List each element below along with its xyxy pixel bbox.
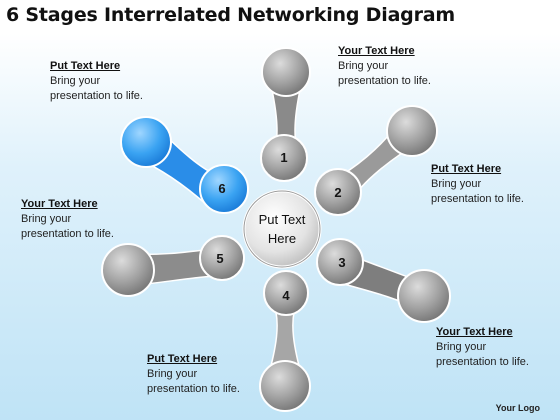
callout-heading: Put Text Here bbox=[431, 163, 502, 175]
stage-5-number: 5 bbox=[216, 251, 223, 266]
stage-1-number: 1 bbox=[280, 150, 287, 165]
callout-bottom-left: Put Text Here Bring your presentation to… bbox=[147, 352, 240, 397]
stage-4: 4 bbox=[259, 270, 311, 412]
stage-6: 6 bbox=[120, 116, 249, 214]
callout-heading: Your Text Here bbox=[436, 326, 513, 338]
page-title: 6 Stages Interrelated Networking Diagram bbox=[6, 4, 455, 26]
stage-3-inner-node bbox=[316, 238, 364, 286]
callout-body-line2: presentation to life. bbox=[338, 75, 431, 87]
stage-6-outer-node bbox=[120, 116, 172, 168]
callout-body-line2: presentation to life. bbox=[21, 228, 114, 240]
stage-4-inner-node bbox=[263, 270, 309, 316]
callout-heading: Your Text Here bbox=[338, 45, 415, 57]
callout-body-line1: Bring your bbox=[50, 75, 101, 87]
callout-right: Put Text Here Bring your presentation to… bbox=[431, 162, 524, 207]
callout-body-line1: Bring your bbox=[431, 178, 482, 190]
stage-6-number: 6 bbox=[218, 181, 225, 196]
stage-1: 1 bbox=[260, 47, 311, 182]
stage-2-number: 2 bbox=[334, 185, 341, 200]
stage-5-inner-node bbox=[199, 235, 245, 281]
stage-2-outer-node bbox=[386, 105, 438, 157]
callout-top-left: Put Text Here Bring your presentation to… bbox=[50, 59, 143, 104]
center-label-line1: Put Text bbox=[259, 212, 306, 227]
stage-5: 5 bbox=[101, 235, 245, 297]
callout-body-line2: presentation to life. bbox=[431, 193, 524, 205]
stage-3-number: 3 bbox=[338, 255, 345, 270]
callout-body-line1: Bring your bbox=[21, 213, 72, 225]
stage-2: 2 bbox=[314, 105, 438, 216]
callout-body-line2: presentation to life. bbox=[147, 383, 240, 395]
stage-1-outer-node bbox=[261, 47, 311, 97]
stage-3: 3 bbox=[316, 238, 451, 323]
center-hub: Put Text Here bbox=[242, 189, 322, 269]
center-label-line2: Here bbox=[268, 231, 296, 246]
stage-5-outer-node bbox=[101, 243, 155, 297]
callout-body-line1: Bring your bbox=[436, 341, 487, 353]
stage-2-inner-node bbox=[314, 168, 362, 216]
callout-body-line2: presentation to life. bbox=[436, 356, 529, 368]
stage-6-inner-node bbox=[199, 164, 249, 214]
logo-text: Your Logo bbox=[495, 403, 540, 413]
callout-bottom-right: Your Text Here Bring your presentation t… bbox=[436, 325, 529, 370]
callout-heading: Put Text Here bbox=[50, 60, 121, 72]
callout-body-line1: Bring your bbox=[338, 60, 389, 72]
stage-4-number: 4 bbox=[282, 288, 290, 303]
callout-left: Your Text Here Bring your presentation t… bbox=[21, 197, 114, 242]
callout-heading: Your Text Here bbox=[21, 198, 98, 210]
callout-body-line1: Bring your bbox=[147, 368, 198, 380]
stage-1-inner-node bbox=[260, 134, 308, 182]
callout-heading: Put Text Here bbox=[147, 353, 218, 365]
stage-4-outer-node bbox=[259, 360, 311, 412]
callout-body-line2: presentation to life. bbox=[50, 90, 143, 102]
stage-3-outer-node bbox=[397, 269, 451, 323]
callout-top-right: Your Text Here Bring your presentation t… bbox=[338, 44, 431, 89]
